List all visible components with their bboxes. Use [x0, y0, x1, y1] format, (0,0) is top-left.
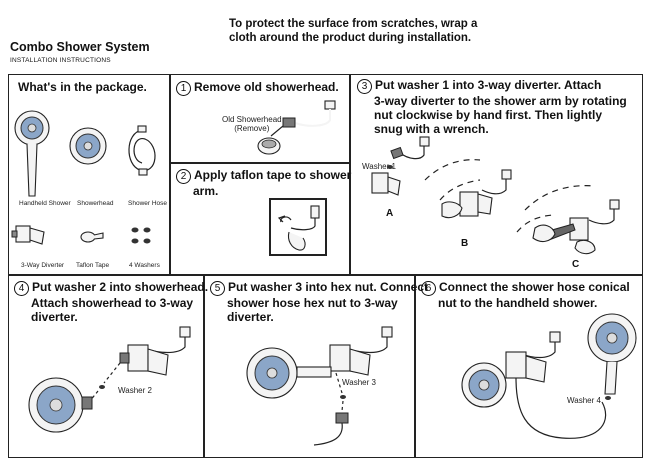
- step-text: diverter.: [31, 310, 78, 324]
- package-item-label: Taflon Tape: [76, 262, 110, 269]
- step-text: Remove old showerhead.: [194, 80, 339, 94]
- step-text: arm.: [193, 184, 219, 198]
- step-text: 3-way diverter to the shower arm by rota…: [374, 94, 627, 108]
- diverter-attach-b-illustration: [424, 159, 512, 219]
- handheld-shower-icon: [14, 110, 50, 197]
- page-subtitle: INSTALLATION INSTRUCTIONS: [10, 57, 111, 64]
- apply-tape-illustration: [269, 198, 327, 256]
- step-text: nut clockwise by hand first. Then lightl…: [374, 108, 603, 122]
- step-text: Put washer 1 into 3-way diverter. Attach: [375, 78, 602, 92]
- connect-hose-illustration: [246, 326, 393, 446]
- step-6-panel: [415, 275, 643, 458]
- diverter-attach-c-illustration: [516, 185, 620, 255]
- showerhead-icon: [69, 127, 107, 165]
- step-2-panel: [170, 163, 350, 275]
- notice-line-2: cloth around the product during installa…: [229, 32, 472, 44]
- step-number: 3: [357, 79, 372, 94]
- step-text: diverter.: [227, 310, 274, 324]
- step-number: 1: [176, 81, 191, 96]
- step-3-callout: Washer 1: [362, 162, 396, 171]
- step-3-panel: [350, 74, 643, 275]
- notice-line-1: To protect the surface from scratches, w…: [229, 18, 478, 30]
- step-text: nut to the handheld shower.: [438, 296, 598, 310]
- step-text: Connect the shower hose conical: [439, 280, 630, 294]
- step-text: shower hose hex nut to 3-way: [227, 296, 398, 310]
- shower-hose-icon: [128, 125, 156, 176]
- step-4-callout: Washer 2: [118, 386, 152, 395]
- page-title: Combo Shower System: [10, 40, 150, 54]
- package-heading: What's in the package.: [18, 80, 147, 94]
- step-number: 4: [14, 281, 29, 296]
- step-5-callout: Washer 3: [342, 378, 376, 387]
- step-text: Put washer 2 into showerhead.: [32, 280, 209, 294]
- washers-icon: [131, 227, 151, 244]
- step-text: Apply taflon tape to shower: [194, 168, 352, 182]
- step-number: 2: [176, 169, 191, 184]
- step-1-callout: Old Showerhead (Remove): [222, 115, 282, 133]
- attach-showerhead-illustration: [28, 326, 191, 433]
- diverter-icon: [11, 225, 45, 245]
- diverter-attach-a-illustration: [371, 136, 430, 196]
- callout-line: Old Showerhead: [222, 115, 282, 124]
- install-notice: To protect the surface from scratches, w…: [229, 17, 489, 45]
- step-3-letter: B: [461, 238, 469, 249]
- step-text: snug with a wrench.: [374, 122, 489, 136]
- step-3-letter: A: [386, 208, 394, 219]
- step-3-letter: C: [572, 259, 580, 270]
- callout-line: (Remove): [234, 124, 270, 133]
- package-item-label: Showerhead: [77, 200, 114, 207]
- package-item-label: Shower Hose: [128, 200, 168, 207]
- package-item-label: Handheld Shower: [19, 200, 71, 207]
- step-text: Put washer 3 into hex nut. Connect: [228, 280, 429, 294]
- step-6-callout: Washer 4: [567, 396, 601, 405]
- package-item-label: 4 Washers: [129, 262, 160, 269]
- step-text: Attach showerhead to 3-way: [31, 296, 194, 310]
- tape-icon: [80, 231, 104, 243]
- step-1-panel: [170, 74, 350, 163]
- remove-showerhead-illustration: [257, 100, 336, 155]
- connect-handheld-illustration: [461, 313, 637, 439]
- step-number: 5: [210, 281, 225, 296]
- package-item-label: 3-Way Diverter: [21, 262, 65, 269]
- package-panel: [8, 74, 170, 275]
- step-4-panel: [8, 275, 204, 458]
- step-5-panel: [204, 275, 415, 458]
- step-number: 6: [421, 281, 436, 296]
